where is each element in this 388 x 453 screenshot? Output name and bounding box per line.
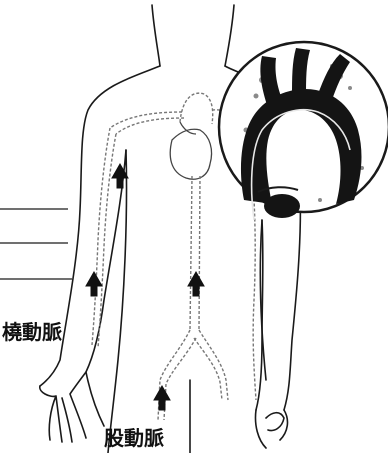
up-arrow-icon bbox=[154, 386, 170, 410]
femoral-artery-label: 股動脈 bbox=[104, 426, 164, 450]
up-arrow-icon bbox=[86, 272, 102, 296]
radial-artery-label: 橈動脈 bbox=[2, 320, 62, 344]
torso-left-side bbox=[108, 150, 127, 453]
subclavian-artery-left bbox=[110, 112, 182, 128]
left-iliac-femoral-artery-b bbox=[164, 338, 196, 420]
right-hand bbox=[255, 410, 287, 448]
descending-aorta-right-wall bbox=[199, 176, 200, 330]
flow-arrows bbox=[86, 164, 204, 410]
right-iliac-artery-b bbox=[194, 338, 222, 400]
descending-aorta-left-wall bbox=[190, 176, 192, 330]
leader-lines bbox=[0, 209, 72, 279]
neck-right-edge bbox=[225, 5, 234, 66]
brachial-radial-artery bbox=[92, 128, 110, 345]
left-hand bbox=[40, 372, 104, 442]
aortic-arch-path bbox=[180, 93, 213, 124]
right-outer-arm-lower bbox=[284, 190, 300, 410]
heart bbox=[170, 122, 211, 179]
right-iliac-artery bbox=[199, 330, 228, 400]
neck-left-edge bbox=[152, 5, 160, 66]
aortic-root bbox=[264, 194, 300, 218]
aortic-arch-inset bbox=[219, 42, 388, 220]
